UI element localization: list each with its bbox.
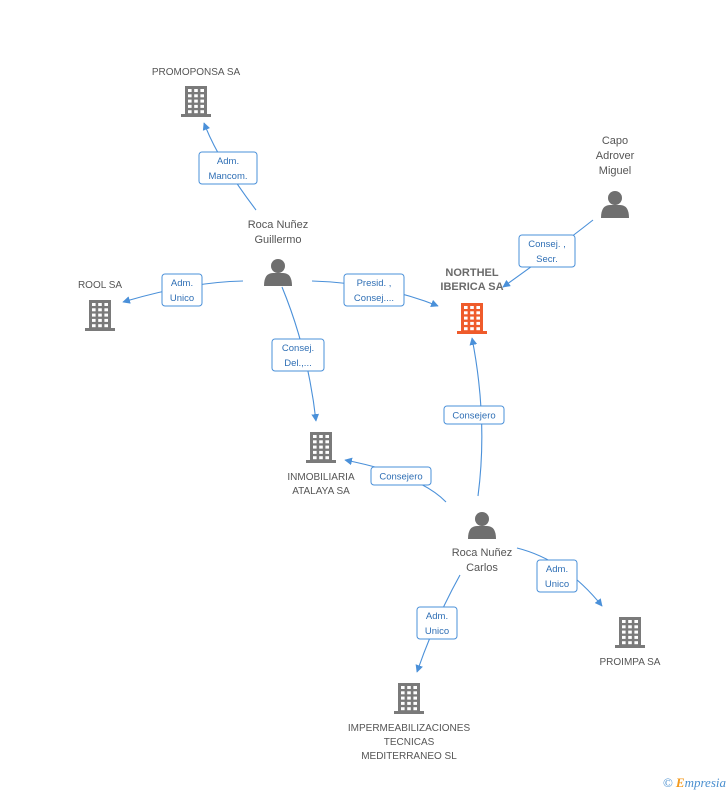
node-label: PROIMPA SA <box>600 657 661 668</box>
node-label: MEDITERRANEO SL <box>361 751 457 762</box>
edge-label-text: Consej. <box>282 343 314 354</box>
edge-label-text: Presid. , <box>357 278 392 289</box>
empresia-logo[interactable]: ©Empresia <box>663 775 726 791</box>
brand-initial: E <box>675 775 685 790</box>
edge-label-text: Consejero <box>452 411 495 422</box>
edge-roca_guillermo-to-northel[interactable]: Presid. , Consej.... <box>311 273 439 308</box>
node-northel[interactable]: NORTHEL IBERICA SA <box>440 267 504 334</box>
edge-label-box[interactable] <box>416 606 458 640</box>
node-inmobiliaria[interactable]: INMOBILIARIA ATALAYA SA <box>287 432 355 497</box>
edge-roca_carlos-to-northel[interactable]: Consejero <box>443 337 505 497</box>
node-label: Roca Nuñez <box>248 219 309 231</box>
edge-label-text: Del.,... <box>284 358 311 369</box>
edge-label-text: Unico <box>545 579 569 590</box>
edge-roca_guillermo-to-inmobiliaria[interactable]: Consej. Del.,... <box>271 286 325 422</box>
edge-label-box[interactable] <box>198 151 258 185</box>
node-label: TECNICAS <box>384 737 435 748</box>
edge-label-text: Unico <box>170 293 194 304</box>
node-label: NORTHEL <box>445 267 498 279</box>
edge-label-box[interactable] <box>518 234 576 268</box>
edge-roca_guillermo-to-promoponsa[interactable]: Adm. Mancom. <box>198 122 258 211</box>
edge-capo-to-northel[interactable]: Consej. , Secr. <box>502 219 594 288</box>
person-icon <box>468 512 496 539</box>
nodes-layer: PROMOPONSA SA ROOL SA NORTHEL IBERICA SA INM… <box>78 67 661 762</box>
building-icon <box>306 432 336 463</box>
building-icon <box>615 617 645 648</box>
node-rool[interactable]: ROOL SA <box>78 280 122 331</box>
edge-label-box[interactable] <box>343 273 405 307</box>
node-label: ATALAYA SA <box>292 486 350 497</box>
copyright-icon: © <box>663 775 673 790</box>
node-label: Carlos <box>466 562 498 574</box>
edge-label-text: Adm. <box>426 611 448 622</box>
edge-roca_carlos-to-inmobiliaria[interactable]: Consejero <box>344 457 447 503</box>
node-label: IMPERMEABILIZACIONES <box>348 723 471 734</box>
building-icon <box>85 300 115 331</box>
edge-roca_carlos-to-proimpa[interactable]: Adm. Unico <box>516 547 603 607</box>
building-icon <box>394 683 424 714</box>
node-label: Miguel <box>599 165 631 177</box>
edge-label-box[interactable] <box>271 338 325 372</box>
edge-label-box[interactable] <box>370 466 432 486</box>
edge-roca_guillermo-to-rool[interactable]: Adm. Unico <box>122 273 244 307</box>
node-impermeabilizaciones[interactable]: IMPERMEABILIZACIONES TECNICAS MEDITERRANEO… <box>348 683 471 762</box>
edge-label-text: Consej.... <box>354 293 394 304</box>
edge-label-text: Consej. , <box>528 239 566 250</box>
node-label: Guillermo <box>254 234 301 246</box>
node-label: IBERICA SA <box>440 281 503 293</box>
edge-label-text: Unico <box>425 626 449 637</box>
node-label: Adrover <box>596 150 635 162</box>
edge-roca_carlos-to-impermeabilizaciones[interactable]: Adm. Unico <box>415 574 461 673</box>
node-label: Roca Nuñez <box>452 547 513 559</box>
node-proimpa[interactable]: PROIMPA SA <box>600 617 661 668</box>
node-label: INMOBILIARIA <box>287 472 355 483</box>
edge-label-text: Mancom. <box>208 171 247 182</box>
person-icon <box>601 191 629 218</box>
node-label: ROOL SA <box>78 280 122 291</box>
edge-label-text: Adm. <box>546 564 568 575</box>
node-promoponsa[interactable]: PROMOPONSA SA <box>152 67 241 117</box>
edge-label-box[interactable] <box>161 273 203 307</box>
edges-layer: Adm. Mancom. Adm. Unico Presid. , Consej.... C… <box>122 122 603 673</box>
building-icon <box>457 303 487 334</box>
edge-label-text: Secr. <box>536 254 558 265</box>
brand-name: mpresia <box>684 775 726 790</box>
edge-label-text: Consejero <box>379 472 422 483</box>
building-icon <box>181 86 211 117</box>
node-label: PROMOPONSA SA <box>152 67 241 78</box>
node-label: Capo <box>602 135 628 147</box>
edge-label-box[interactable] <box>536 559 578 593</box>
edge-label-text: Adm. <box>217 156 239 167</box>
edge-label-box[interactable] <box>443 405 505 425</box>
person-icon <box>264 259 292 286</box>
edge-label-text: Adm. <box>171 278 193 289</box>
